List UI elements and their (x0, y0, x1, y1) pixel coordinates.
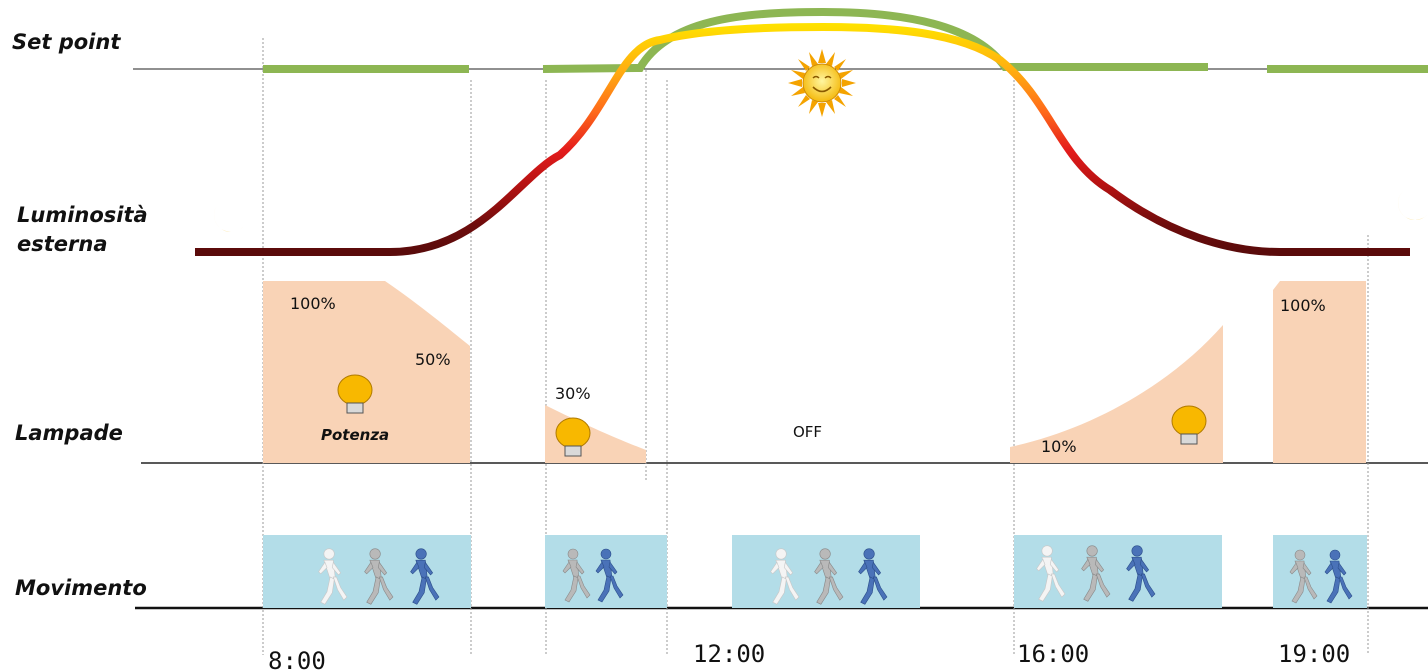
lamp-area-evening (1273, 281, 1366, 463)
luminosity-row-label-line2: esterna (17, 232, 108, 256)
lamp-level-afternoon: 10% (1041, 437, 1077, 456)
time-label: 8:00 (268, 647, 326, 672)
motion-box-5 (1273, 535, 1367, 608)
setpoint-row-label: Set point (12, 30, 121, 54)
lamp-level-evening: 100% (1280, 296, 1326, 315)
lamp-area-morning (263, 281, 470, 463)
lamp-area-afternoon (1010, 325, 1223, 463)
movimento-row-label: Movimento (15, 576, 147, 600)
crescent-moon-icon (214, 203, 243, 232)
setpoint-segment (542, 7, 1208, 73)
lamp-level-midday: OFF (793, 423, 822, 441)
time-label: 12:00 (693, 640, 765, 668)
lampade-row-label: Lampade (15, 421, 123, 445)
external-luminosity-curve (195, 22, 1410, 256)
luminosity-row-label-line1: Luminosità (17, 203, 148, 227)
lamp-level-morning-start: 100% (290, 294, 336, 313)
lamp-level-morning-end: 50% (415, 350, 451, 369)
setpoint-line (263, 7, 1428, 73)
lamp-power-areas (263, 281, 1366, 463)
lamp-level-midmorning: 30% (555, 384, 591, 403)
time-label: 16:00 (1017, 640, 1089, 668)
crescent-moon-icon (1398, 191, 1427, 220)
time-label: 19:00 (1278, 640, 1350, 668)
lamp-power-caption: Potenza (321, 426, 389, 444)
smiling-sun-icon (788, 49, 856, 117)
